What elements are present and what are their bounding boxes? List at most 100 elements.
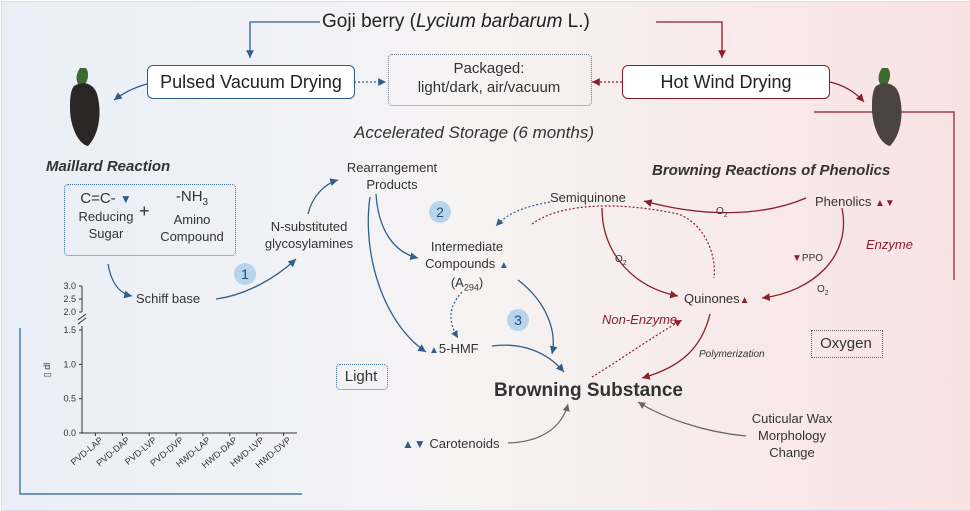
title-end: L.) bbox=[562, 11, 590, 32]
title-text: Goji berry ( bbox=[322, 11, 416, 32]
goji-berry-right-icon bbox=[872, 68, 902, 146]
packaged-box bbox=[388, 54, 592, 106]
semiquinone-label: Semiquinone bbox=[550, 190, 626, 205]
plus-sign: + bbox=[139, 201, 150, 221]
ppo-label: ▼PPO bbox=[792, 253, 823, 264]
oxygen-box bbox=[811, 330, 883, 358]
carotenoids-text: Carotenoids bbox=[429, 436, 500, 451]
light-label: Light bbox=[344, 368, 378, 385]
axis-break-mark bbox=[77, 317, 87, 325]
maillard-title: Maillard Reaction bbox=[46, 158, 171, 175]
cuticular-line3: Change bbox=[769, 445, 815, 460]
n-substituted: N-substituted glycosylamines bbox=[254, 218, 364, 252]
browning-substance: Browning Substance bbox=[494, 380, 683, 401]
y-axis-label: ▯ dl bbox=[42, 363, 52, 377]
y-tick-label: 2.0 bbox=[63, 307, 76, 317]
phenolics-text: Phenolics bbox=[815, 194, 872, 209]
o2-label-2: O2 bbox=[615, 254, 627, 267]
intermediate-line1: Intermediate bbox=[430, 239, 504, 254]
arrow-quinones-browning bbox=[641, 313, 711, 380]
arrow-cuticular-browning bbox=[637, 401, 747, 437]
arrow-nsub-rearr bbox=[307, 178, 339, 215]
arrow-phenolics-semiquinone bbox=[643, 197, 807, 214]
dotted-semiquinone-arc bbox=[531, 205, 715, 279]
up-marker-icon: ▲ bbox=[739, 295, 750, 306]
down-marker-icon: ▼ bbox=[792, 253, 802, 264]
storage-label: Accelerated Storage (6 months) bbox=[354, 123, 595, 142]
packaged-line2: light/dark, air/vacuum bbox=[417, 79, 561, 96]
up-marker-icon: ▲ bbox=[498, 260, 509, 271]
arrow-rearr-hmf bbox=[367, 196, 427, 353]
pvd-box: Pulsed Vacuum Drying bbox=[147, 65, 355, 99]
hmf-text: 5-HMF bbox=[438, 341, 479, 356]
polymerization-label: Polymerization bbox=[699, 349, 765, 360]
right-border-line bbox=[814, 111, 955, 280]
oxygen-label: Oxygen bbox=[820, 335, 872, 352]
o2-text: O bbox=[615, 254, 623, 265]
non-enzyme-label: Non-Enzyme bbox=[602, 312, 678, 327]
y-tick-label: 2.5 bbox=[63, 294, 76, 304]
hwd-box: Hot Wind Drying bbox=[622, 65, 830, 99]
intermediate-compounds: Intermediate Compounds ▲ (A294) bbox=[412, 238, 522, 297]
a294-prefix: (A bbox=[450, 275, 464, 290]
cuticular-line2: Morphology bbox=[758, 428, 826, 443]
o2-text: O bbox=[817, 284, 825, 295]
step-badge-2: 2 bbox=[429, 201, 451, 223]
sugar-line2: Sugar bbox=[88, 226, 124, 241]
arrow-to-pvd bbox=[246, 21, 320, 58]
intermediate-line2: Compounds bbox=[425, 256, 496, 271]
rearr-line1: Rearrangement bbox=[346, 160, 438, 175]
amino-line2: Compound bbox=[160, 229, 224, 244]
up-down-marker-icon: ▲▼ bbox=[402, 437, 426, 451]
arrow-intermediate-browning bbox=[517, 279, 558, 355]
rearrangement-products: Rearrangement Products bbox=[332, 159, 452, 193]
arrow-nonenzyme bbox=[591, 319, 683, 378]
amino-formula: -NH bbox=[175, 188, 203, 205]
sugar-formula: C=C- bbox=[80, 190, 116, 207]
goji-berry-left-icon bbox=[70, 68, 100, 146]
arrow-semiquinone-quinones bbox=[601, 207, 679, 299]
a294-suffix: ) bbox=[478, 275, 484, 290]
arrow-rearr-intermediate bbox=[375, 193, 419, 261]
o2-label-3: O2 bbox=[817, 284, 829, 297]
step-badge-1: 1 bbox=[234, 263, 256, 285]
arrow-carotenoids-browning bbox=[507, 403, 570, 444]
phenolics-title: Browning Reactions of Phenolics bbox=[652, 162, 891, 179]
ppo-text: PPO bbox=[801, 253, 824, 264]
up-down-marker-icon: ▲▼ bbox=[875, 198, 895, 209]
arrow-schiff-nsub bbox=[215, 258, 297, 300]
schiff-base: Schiff base bbox=[136, 291, 201, 306]
o2-sub: 2 bbox=[723, 212, 728, 219]
quinones-label: Quinones▲ bbox=[684, 291, 750, 306]
title-latin: Lycium barbarum bbox=[415, 11, 563, 32]
amino-formula-sub: 3 bbox=[202, 197, 209, 208]
arrow-pvd-berry bbox=[113, 83, 148, 101]
arrow-to-schiff bbox=[107, 263, 133, 299]
sugar-line1: Reducing bbox=[78, 209, 134, 224]
o2-text: O bbox=[716, 206, 724, 217]
y-tick-label: 1.5 bbox=[63, 325, 76, 335]
packaged-line1: Packaged: bbox=[453, 60, 525, 77]
pvd-label: Pulsed Vacuum Drying bbox=[160, 71, 342, 92]
amino-compound: -NH3 Amino Compound bbox=[152, 188, 232, 245]
up-marker-icon: ▲ bbox=[429, 345, 439, 356]
y-tick-label: 3.0 bbox=[63, 281, 76, 291]
axis-break-mark bbox=[77, 313, 87, 321]
cuticular-wax: Cuticular Wax Morphology Change bbox=[736, 410, 848, 461]
n-sub-line2: glycosylamines bbox=[264, 236, 354, 251]
amino-line1: Amino bbox=[173, 212, 211, 227]
o2-sub: 2 bbox=[824, 290, 829, 297]
reducing-sugar: C=C- ▼ Reducing Sugar bbox=[66, 190, 146, 242]
arrow-hmf-browning bbox=[491, 344, 565, 373]
cuticular-line1: Cuticular Wax bbox=[751, 411, 833, 426]
arrow-hwd-berry bbox=[829, 81, 865, 103]
phenolics-label: Phenolics ▲▼ bbox=[815, 194, 895, 209]
packaged-text: Packaged: light/dark, air/vacuum bbox=[388, 59, 590, 97]
hwd-label: Hot Wind Drying bbox=[660, 71, 792, 92]
a294-sub: 294 bbox=[463, 282, 479, 293]
hmf-label: ▲5-HMF bbox=[429, 341, 479, 356]
n-sub-line1: N-substituted bbox=[270, 219, 348, 234]
arrow-to-hwd bbox=[656, 21, 726, 58]
carotenoids-label: ▲▼ Carotenoids bbox=[402, 436, 500, 451]
bar-chart: 0.00.51.01.52.02.53.0▯ dlPVD-LAPPVD-DAPP… bbox=[42, 281, 297, 470]
